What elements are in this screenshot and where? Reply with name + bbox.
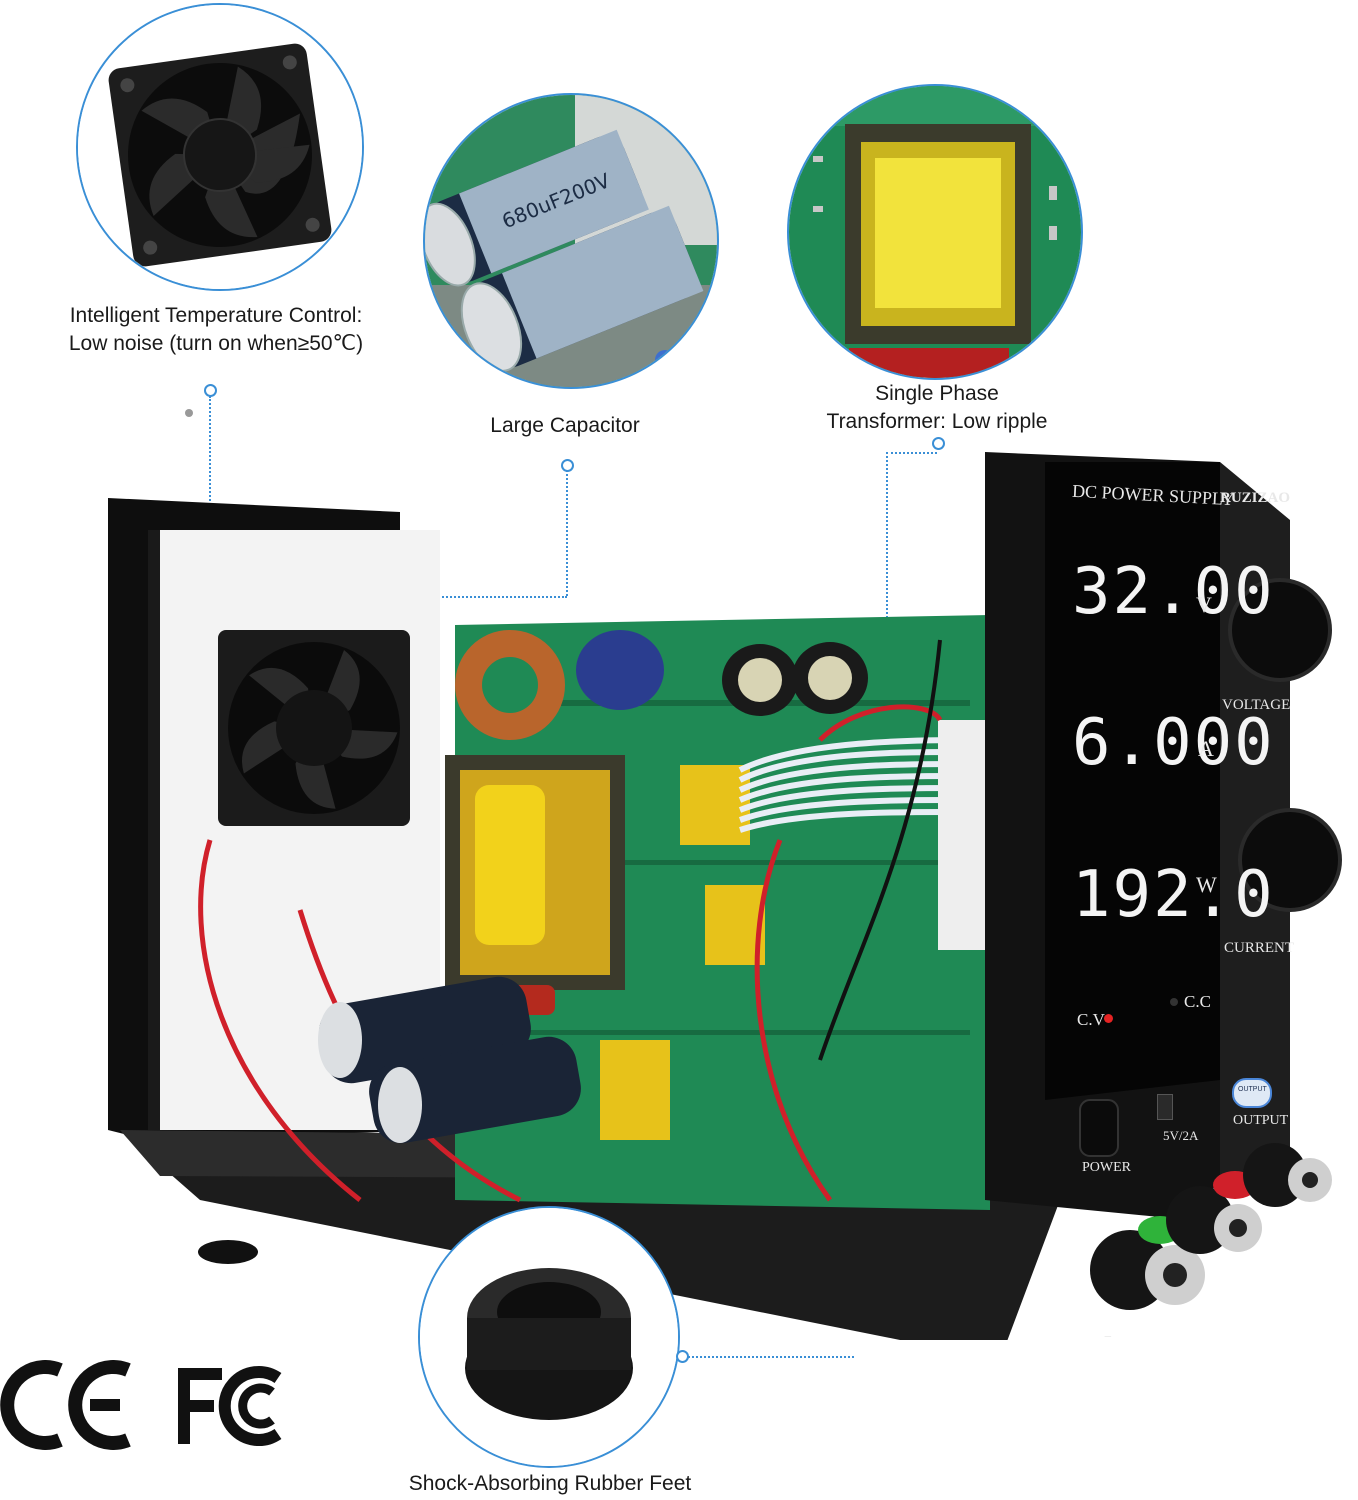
fan-leader-dot-top bbox=[204, 384, 217, 397]
fcc-mark-icon bbox=[178, 1366, 282, 1446]
fan-caption-line2: Low noise (turn on when≥50℃) bbox=[68, 332, 364, 355]
cc-indicator-led bbox=[1170, 998, 1178, 1006]
fan-closeup-bubble bbox=[76, 3, 364, 291]
voltage-unit: V bbox=[1196, 592, 1212, 617]
capacitor-closeup-icon: 680uF200V bbox=[425, 95, 717, 387]
feet-caption: Shock-Absorbing Rubber Feet bbox=[408, 1472, 692, 1495]
power-supply-body bbox=[108, 452, 1342, 1340]
transformer-leader-dot-top bbox=[932, 437, 945, 450]
rubber-feet-closeup-bubble bbox=[418, 1206, 680, 1468]
transformer-caption-line1: Single Phase bbox=[875, 382, 999, 405]
fan-leader-line bbox=[209, 396, 211, 596]
transformer-leader-line-top bbox=[886, 452, 937, 454]
transformer-closeup-icon bbox=[789, 86, 1081, 378]
ground-terminal[interactable] bbox=[1170, 1190, 1240, 1260]
brand-label: RUZIZAO bbox=[1220, 490, 1291, 506]
cv-indicator-led bbox=[1104, 1014, 1113, 1023]
capacitor-caption: Large Capacitor bbox=[490, 414, 640, 437]
voltage-knob-label: VOLTAGE bbox=[1222, 697, 1291, 713]
power-button-label: POWER bbox=[1082, 1160, 1131, 1175]
current-knob[interactable] bbox=[1240, 810, 1340, 910]
power-unit: W bbox=[1196, 872, 1217, 897]
output-button-label: OUTPUT bbox=[1238, 1086, 1267, 1093]
power-button[interactable] bbox=[1080, 1100, 1118, 1156]
decorative-gray-dot bbox=[185, 409, 193, 417]
capacitor-closeup-bubble: 680uF200V bbox=[423, 93, 719, 389]
power-readout: 192.0 bbox=[1072, 858, 1275, 932]
capacitor-leader-line-h bbox=[435, 596, 567, 598]
negative-terminal-label: − bbox=[1104, 1330, 1112, 1345]
voltage-knob[interactable] bbox=[1230, 580, 1330, 680]
feet-leader-dot bbox=[676, 1350, 689, 1363]
current-unit: A bbox=[1198, 736, 1214, 761]
transformer-caption-line2: Transformer: Low ripple bbox=[826, 410, 1048, 433]
rubber-foot-icon bbox=[420, 1208, 678, 1466]
ce-mark-icon bbox=[0, 1360, 131, 1450]
cc-label: C.C bbox=[1184, 992, 1211, 1011]
capacitor-leader-dot-top bbox=[561, 459, 574, 472]
feet-leader-line bbox=[684, 1356, 854, 1358]
current-knob-label: CURRENT bbox=[1224, 940, 1295, 956]
output-button[interactable] bbox=[1232, 1078, 1272, 1108]
positive-terminal[interactable] bbox=[1250, 1144, 1320, 1214]
voltage-readout: 32.00 bbox=[1072, 555, 1275, 629]
fan-caption-line1: Intelligent Temperature Control: bbox=[69, 304, 363, 327]
fan-closeup-icon bbox=[78, 5, 362, 289]
output-label: OUTPUT bbox=[1233, 1113, 1289, 1128]
current-readout: 6.000 bbox=[1072, 706, 1275, 780]
usb-label: 5V/2A bbox=[1163, 1128, 1199, 1143]
negative-terminal[interactable] bbox=[1100, 1240, 1180, 1320]
usb-port[interactable] bbox=[1157, 1094, 1173, 1120]
transformer-closeup-bubble bbox=[787, 84, 1083, 380]
cv-label: C.V bbox=[1077, 1010, 1105, 1029]
capacitor-leader-line-v1 bbox=[566, 470, 568, 596]
